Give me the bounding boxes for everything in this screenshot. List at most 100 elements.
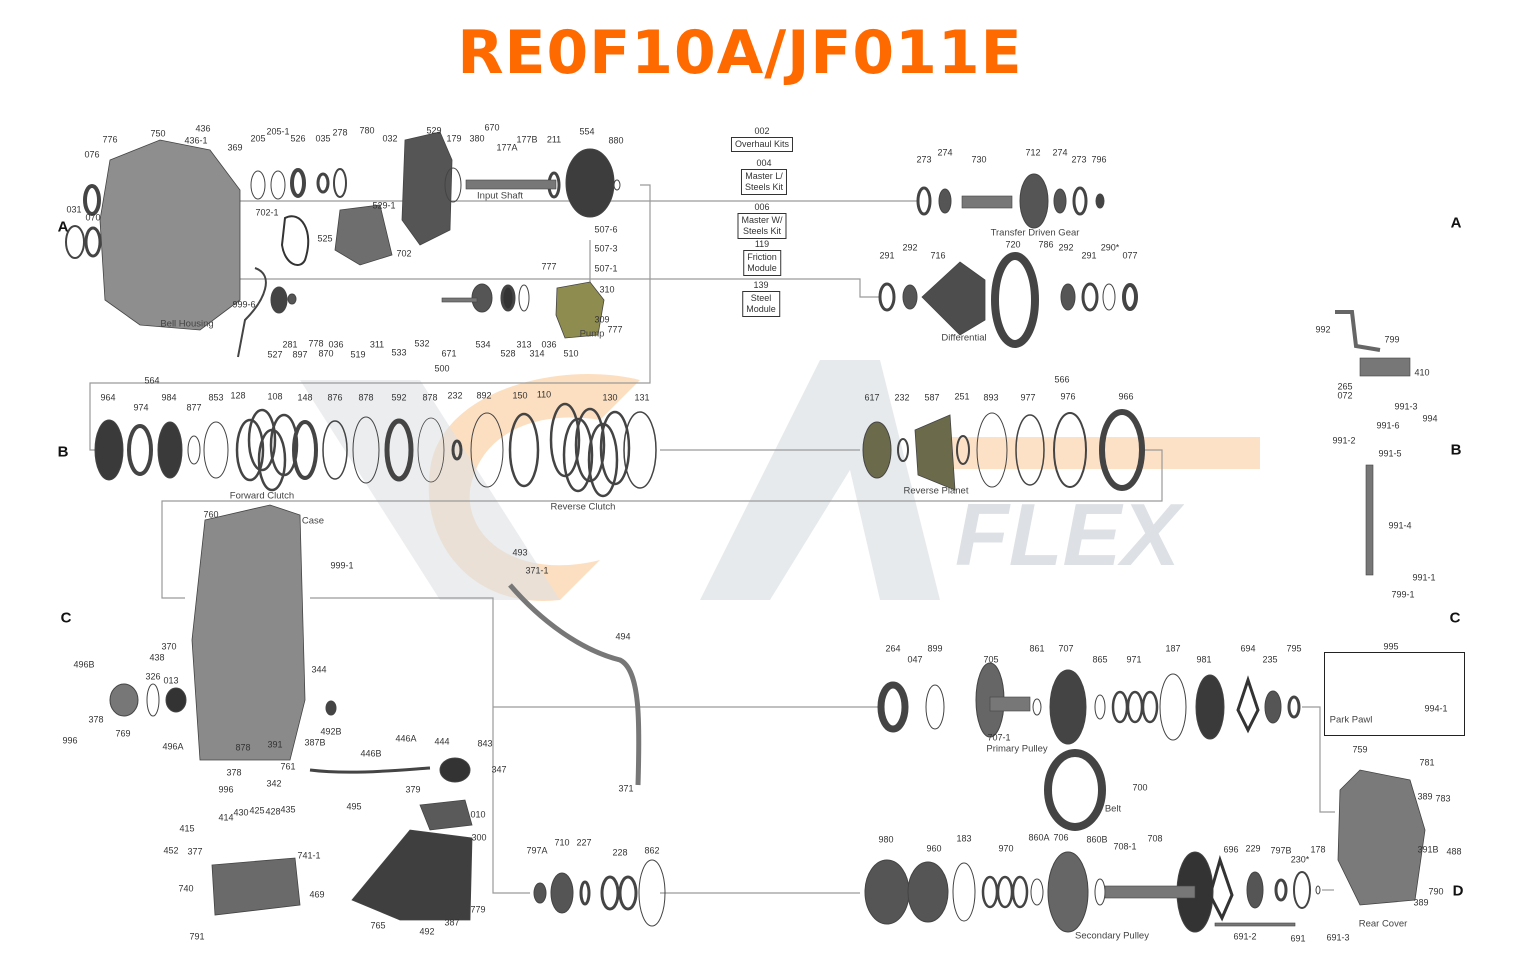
part-number-label: 617 <box>864 392 880 403</box>
part-number-label: 313 <box>516 339 532 350</box>
part-number-label: 776 <box>102 134 118 145</box>
part-number-label: 991-1 <box>1412 572 1436 583</box>
part-number-label: 529-1 <box>372 200 396 211</box>
part-number-label: 430 <box>233 807 249 818</box>
part-number-label: 183 <box>956 833 972 844</box>
part-number-label: 897 <box>292 349 308 360</box>
tube-691-2 <box>1214 922 1296 927</box>
part-number-label: 525 <box>317 233 333 244</box>
assembly-name: Transfer Driven Gear <box>990 227 1080 239</box>
part-number-label: 519 <box>350 349 366 360</box>
part-ring <box>1049 669 1087 745</box>
part-number-label: 786 <box>1038 239 1054 250</box>
assembly-name: Belt <box>1104 803 1122 815</box>
part-number-label: 177B <box>516 134 538 145</box>
kit-name-line1: Master W/ <box>741 215 783 225</box>
part-number-label: 230* <box>1290 854 1310 865</box>
part-number-label: 264 <box>885 643 901 654</box>
part-number-label: 878 <box>235 742 251 753</box>
part-number-label: 702 <box>396 248 412 259</box>
assembly-name: Park Pawl <box>1329 714 1373 726</box>
part-number-label: 974 <box>133 402 149 413</box>
part-number-label: 966 <box>1118 391 1134 402</box>
page-title: RE0F10A/JF011E <box>457 18 1023 88</box>
part-number-label: 507-3 <box>594 243 618 254</box>
part-number-label: 777 <box>541 261 557 272</box>
part-number-label: 274 <box>1052 147 1068 158</box>
part-ring <box>444 167 462 203</box>
part-number-label: 436-1 <box>184 135 208 146</box>
part-ring <box>1293 871 1311 909</box>
input-shaft <box>465 179 557 190</box>
part-ring <box>976 412 1008 488</box>
part-number-label: 496B <box>73 659 95 670</box>
section-marker: B <box>1450 441 1462 459</box>
part-ring <box>996 875 1014 909</box>
part-ring <box>1044 749 1106 831</box>
reverse-planet-carrier <box>914 414 956 491</box>
assembly-name: Forward Clutch <box>229 490 295 502</box>
part-number-label: 235 <box>1262 654 1278 665</box>
part-number-label: 070 <box>85 212 101 223</box>
part-number-label: 314 <box>529 348 545 359</box>
kit-name-line2: Steels Kit <box>744 182 784 192</box>
part-number-label: 488 <box>1446 846 1462 857</box>
part-number-label: 232 <box>894 392 910 403</box>
part-number-label: 777 <box>607 324 623 335</box>
part-number-label: 870 <box>318 348 334 359</box>
part-number-label: 273 <box>916 154 932 165</box>
part-number-label: 527 <box>267 349 283 360</box>
part-number-label: 493 <box>512 547 528 558</box>
bell-housing <box>99 139 241 331</box>
assembly-name: Reverse Planet <box>903 485 969 497</box>
part-number-label: 878 <box>422 392 438 403</box>
part-number-label: 344 <box>311 664 327 675</box>
kit-name-line2: Module <box>746 304 776 314</box>
part-number-label: 435 <box>280 804 296 815</box>
part-ring <box>862 421 892 479</box>
part-number-label: 378 <box>226 767 242 778</box>
part-number-label: 031 <box>66 204 82 215</box>
part-number-label: 309 <box>594 314 610 325</box>
part-number-label: 797A <box>526 845 548 856</box>
part-number-label: 783 <box>1435 793 1451 804</box>
part-number-label: 564 <box>144 375 160 386</box>
part-ring <box>1053 188 1067 214</box>
part-number-label: 716 <box>930 250 946 261</box>
part-number-label: 292 <box>1058 242 1074 253</box>
cable-494 <box>508 583 642 786</box>
part-ring <box>83 184 101 216</box>
assembly-name: Secondary Pulley <box>1075 930 1149 942</box>
part-number-label: 707-1 <box>987 732 1011 743</box>
part-number-label: 529 <box>426 125 442 136</box>
part-number-label: 861 <box>1029 643 1045 654</box>
part-number-label: 769 <box>115 728 131 739</box>
kit-name-line1: Friction <box>747 252 777 262</box>
part-ring <box>518 284 530 312</box>
part-number-label: 507-1 <box>594 263 618 274</box>
part-number-label: 274 <box>937 147 953 158</box>
part-ring <box>1264 690 1282 724</box>
part-number-label: 960 <box>926 843 942 854</box>
part-ring <box>270 170 286 200</box>
part-ring <box>84 226 102 258</box>
part-ring <box>565 148 615 218</box>
part-number-label: 500 <box>434 363 450 374</box>
part-number-label: 880 <box>608 135 624 146</box>
part-number-label: 730 <box>971 154 987 165</box>
watermark-slash <box>300 380 560 600</box>
part-ring <box>925 684 945 730</box>
part-number-label: 779 <box>470 904 486 915</box>
part-number-label: 379 <box>405 784 421 795</box>
part-number-label: 991-3 <box>1394 401 1418 412</box>
part-number-label: 587 <box>924 392 940 403</box>
kit-name-line1: Master L/ <box>745 171 783 181</box>
part-number-label: 992 <box>1315 324 1331 335</box>
section-marker: C <box>60 609 72 627</box>
part-number-label: 994 <box>1422 413 1438 424</box>
part-number-label: 110 <box>536 389 552 400</box>
part-ring <box>1094 878 1106 906</box>
section-marker: D <box>1452 882 1464 900</box>
part-number-label: 981 <box>1196 654 1212 665</box>
